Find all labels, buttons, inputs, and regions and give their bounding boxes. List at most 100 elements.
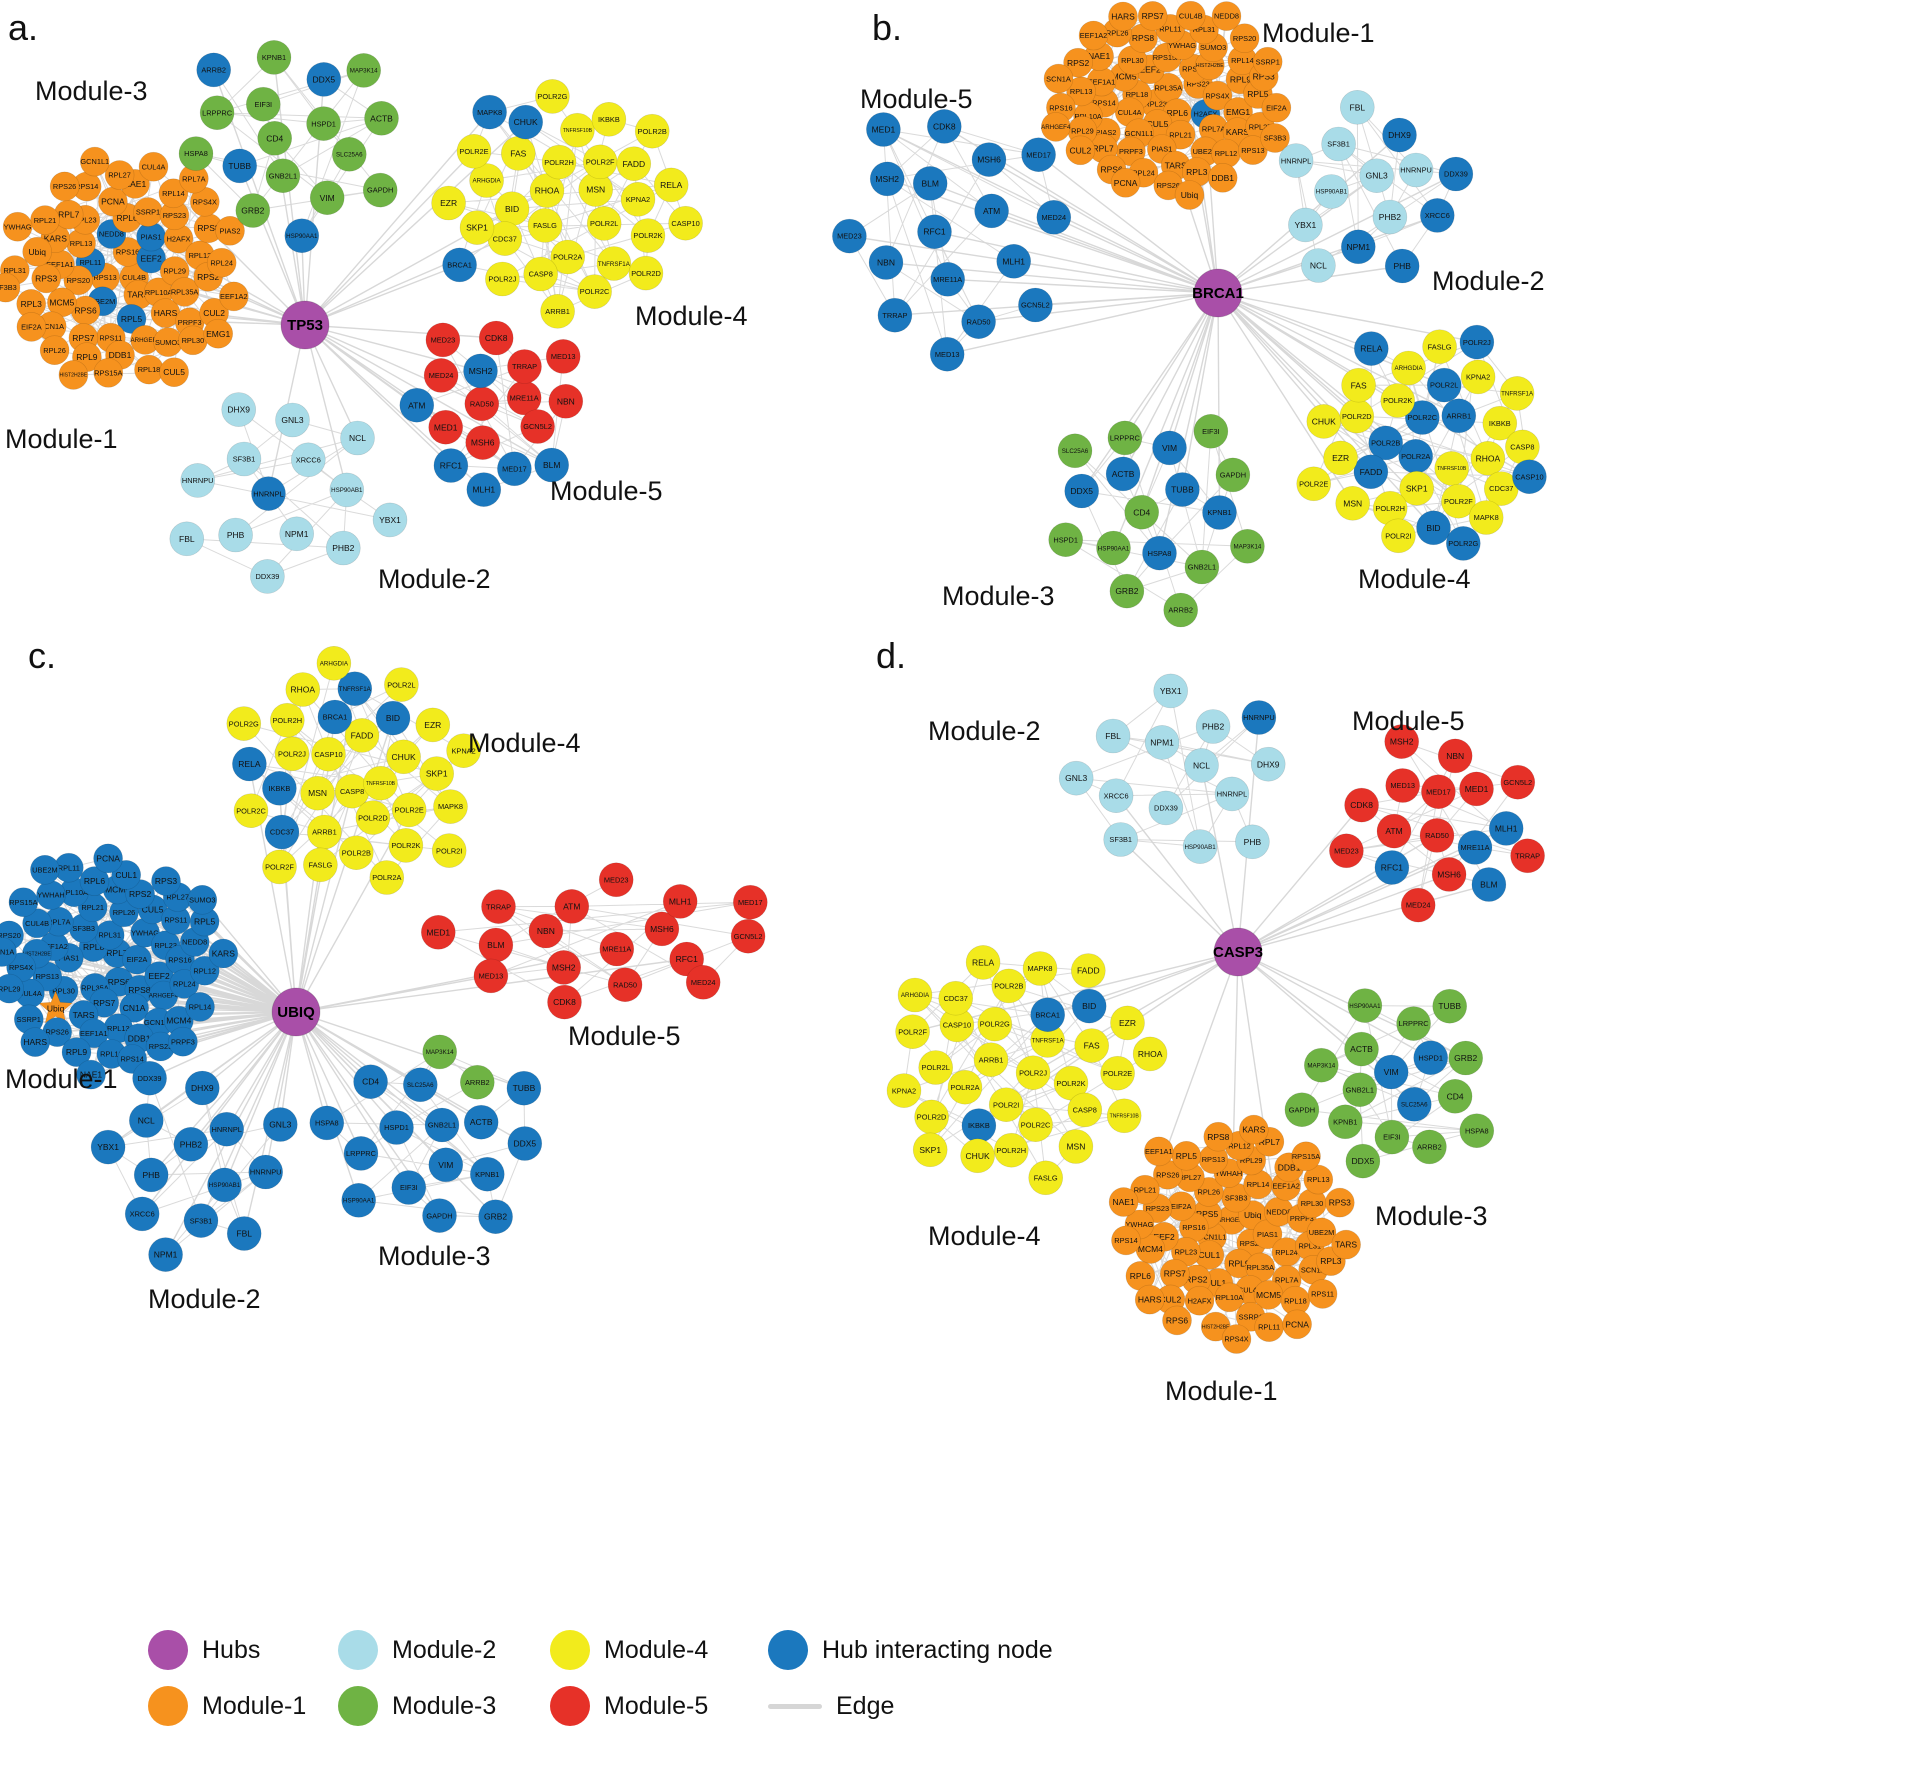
module-label: Module-1: [1165, 1376, 1278, 1406]
network-node: [1372, 199, 1408, 235]
network-node: [415, 707, 451, 743]
network-node: [340, 420, 375, 456]
network-node: [1260, 123, 1290, 153]
network-node: [1344, 1031, 1379, 1067]
network-node: [1373, 1054, 1409, 1090]
network-node: [947, 1069, 983, 1105]
hub-node: [271, 987, 321, 1037]
network-node: [463, 353, 498, 389]
network-node: [960, 1138, 995, 1174]
network-node: [208, 938, 239, 969]
network-node: [1457, 830, 1493, 865]
network-node: [232, 746, 267, 782]
module-label: Module-2: [148, 1284, 261, 1314]
network-node: [1384, 248, 1420, 284]
hub-interacting-node-swatch: [768, 1630, 808, 1670]
network-node: [1067, 1092, 1103, 1128]
network-node: [938, 980, 974, 1016]
network-node: [209, 1111, 244, 1147]
network-node: [545, 339, 581, 374]
network-node: [1124, 494, 1159, 530]
network-node: [420, 914, 456, 950]
network-node: [1018, 287, 1053, 323]
network-node: [265, 158, 301, 193]
network-node: [1512, 459, 1547, 495]
network-node: [1171, 1141, 1202, 1171]
network-node: [226, 441, 262, 477]
network-node: [1184, 748, 1219, 783]
network-node: [469, 1156, 505, 1192]
hubs-swatch: [148, 1630, 188, 1670]
module-label: Module-4: [1358, 564, 1471, 594]
legend-item-module-5: Module-5: [550, 1686, 768, 1726]
legend-item-hub-interacting-node: Hub interacting node: [768, 1630, 1128, 1670]
network-node: [508, 104, 544, 140]
network-node: [250, 559, 285, 594]
network-node: [8, 887, 39, 918]
network-node: [550, 239, 586, 275]
network-node: [1153, 673, 1188, 709]
network-node: [1499, 376, 1535, 411]
network-node: [442, 247, 477, 283]
network-node: [732, 884, 768, 920]
network-node: [1184, 1285, 1215, 1316]
network-node: [869, 161, 905, 197]
legend-item-hubs: Hubs: [148, 1630, 338, 1670]
network-node: [22, 908, 52, 939]
network-node: [256, 40, 292, 75]
network-node: [1432, 988, 1467, 1024]
network-node: [1420, 198, 1455, 233]
network-node: [1468, 500, 1504, 535]
network-node: [61, 1037, 92, 1067]
network-node: [233, 793, 269, 829]
network-node: [311, 736, 346, 772]
network-node: [1307, 1279, 1338, 1309]
network-node: [1340, 90, 1375, 125]
network-node: [832, 218, 867, 254]
network-node: [1202, 80, 1233, 111]
network-node: [1098, 778, 1134, 814]
network-node: [222, 148, 257, 184]
network-node: [309, 1105, 345, 1141]
network-node: [425, 322, 461, 358]
network-node: [1078, 20, 1109, 51]
network-node: [363, 765, 398, 801]
network-node: [428, 1147, 464, 1183]
network-node: [1385, 768, 1420, 803]
module-label: Module-3: [378, 1241, 491, 1271]
network-node: [527, 208, 563, 243]
network-node: [1071, 988, 1107, 1024]
legend-label: Module-1: [202, 1691, 307, 1720]
network-node: [79, 866, 110, 896]
network-node: [668, 205, 703, 241]
network-node: [1471, 867, 1507, 902]
legend-label: Module-5: [604, 1691, 709, 1720]
network-node: [306, 106, 341, 141]
network-node: [1108, 1187, 1139, 1217]
network-node: [1239, 1114, 1269, 1145]
network-node: [1321, 126, 1356, 162]
network-node: [1359, 158, 1394, 193]
network-node: [189, 955, 220, 986]
network-node: [1142, 535, 1177, 571]
network-node: [1108, 1, 1138, 32]
network-node: [1382, 117, 1417, 153]
panel-d: ARHGEF4RPS20GCN1L1UbiqRPL9RPS5PIAS1CUL1S…: [876, 635, 1545, 1406]
network-node: [151, 866, 181, 896]
network-node: [300, 775, 335, 811]
network-node: [1284, 1092, 1320, 1127]
module-label: Module-2: [928, 716, 1041, 746]
network-node: [653, 167, 689, 203]
network-node: [1500, 764, 1536, 800]
network-node: [520, 409, 555, 444]
network-node: [1304, 1047, 1339, 1083]
network-node: [325, 530, 361, 566]
network-node: [1306, 1217, 1337, 1248]
network-node: [274, 736, 310, 772]
network-node: [877, 297, 913, 333]
network-node: [1221, 1324, 1252, 1354]
network-node: [1071, 953, 1106, 988]
network-node: [1195, 709, 1231, 744]
network-node: [1510, 838, 1545, 874]
